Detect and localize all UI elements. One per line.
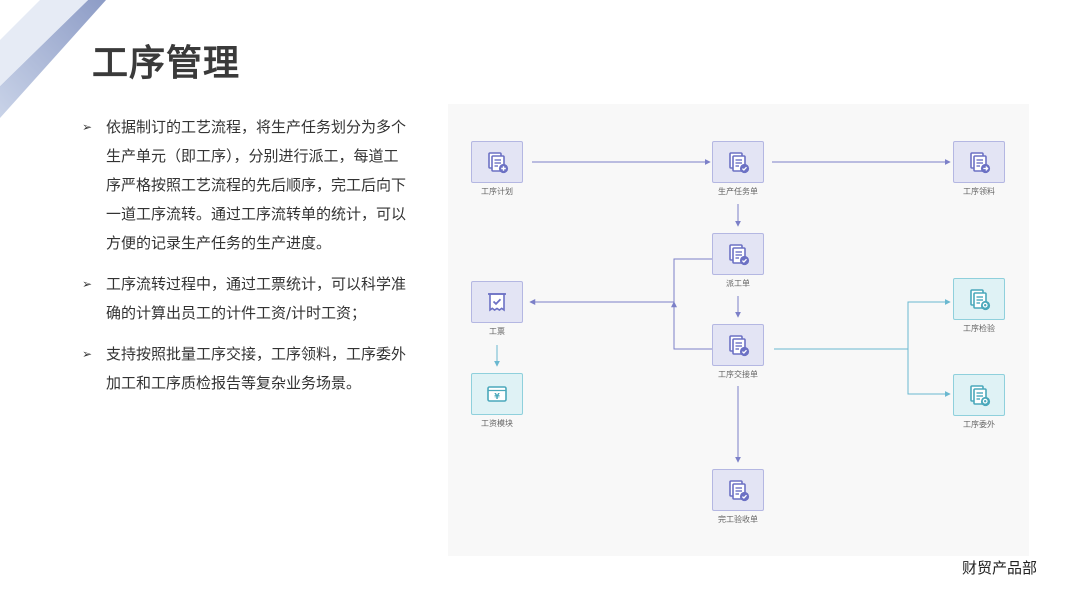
corner-stripe-decoration [0,0,106,118]
edge-dispatch-to-ticket [529,258,712,305]
document-check-icon [725,477,751,503]
bullet-arrow-icon: ➢ [82,347,93,361]
document-check-icon [725,149,751,175]
document-search-icon [966,382,992,408]
bullet-text: 工序流转过程中，通过工票统计，可以科学准确的计算出员工的计件工资/计时工资； [106,275,407,322]
document-arrow-icon [966,149,992,175]
bullet-text: 依据制订的工艺流程，将生产任务划分为多个生产单元（即工序），分别进行派工，每道工… [106,118,407,252]
bullet-list: ➢ 依据制订的工艺流程，将生产任务划分为多个生产单元（即工序），分别进行派工，每… [82,113,422,410]
bullet-arrow-icon: ➢ [82,120,93,134]
node-wage: ¥ [471,373,523,415]
node-plan [471,141,523,183]
receipt-check-icon [484,289,510,315]
node-finish [712,469,764,511]
edge-handover-to-outsource [907,349,951,397]
edge-handover-to-ticket [671,301,712,350]
document-search-icon [966,286,992,312]
footer-department: 财贸产品部 [962,559,1038,577]
node-material [953,141,1005,183]
svg-text:¥: ¥ [494,392,500,401]
node-ticket [471,281,523,323]
document-plus-icon [484,149,510,175]
flow-edges [494,159,951,463]
node-label-dispatch: 派工单 [726,279,750,288]
document-check-icon [725,332,751,358]
node-label-material: 工序领料 [963,187,995,196]
document-check-icon [725,241,751,267]
page-title: 工序管理 [92,43,241,84]
node-label-finish: 完工验收单 [718,515,758,524]
wage-yen-icon: ¥ [484,381,510,407]
edge-handover-to-inspect [774,299,951,350]
bullet-arrow-icon: ➢ [82,277,93,291]
node-handover [712,324,764,366]
node-outsource [953,374,1005,416]
node-label-wage: 工资模块 [481,419,513,428]
node-label-inspect: 工序检验 [963,324,995,333]
node-label-plan: 工序计划 [481,187,513,196]
node-label-task: 生产任务单 [718,187,758,196]
bullet-item: ➢ 依据制订的工艺流程，将生产任务划分为多个生产单元（即工序），分别进行派工，每… [82,113,422,258]
node-inspect [953,278,1005,320]
bullet-text: 支持按照批量工序交接，工序领料，工序委外加工和工序质检报告等复杂业务场景。 [106,345,407,392]
bullet-item: ➢ 工序流转过程中，通过工票统计，可以科学准确的计算出员工的计件工资/计时工资； [82,270,422,328]
node-label-ticket: 工票 [489,327,505,336]
node-label-outsource: 工序委外 [963,420,995,429]
node-dispatch [712,233,764,275]
process-flow-diagram: 工序计划 生产任务单 工序领料 派工单 工票 工序交接单 工序检验 [448,104,1029,556]
node-label-handover: 工序交接单 [718,370,758,379]
bullet-item: ➢ 支持按照批量工序交接，工序领料，工序委外加工和工序质检报告等复杂业务场景。 [82,340,422,398]
node-task [712,141,764,183]
